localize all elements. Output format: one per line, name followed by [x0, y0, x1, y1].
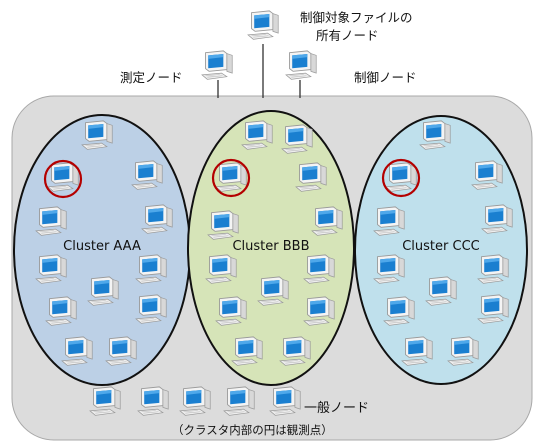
general-node-label: 一般ノード [304, 400, 369, 416]
owner-node-label-line2: 所有ノード [316, 28, 379, 43]
observation-point-aaa [43, 159, 83, 199]
control-node-icon [285, 50, 317, 80]
general-node-note: （クラスタ内部の円は観測点） [172, 423, 333, 437]
measurement-node-label: 測定ノード [120, 70, 183, 85]
control-node-label: 制御ノード [354, 70, 417, 85]
cluster-bbb-label: Cluster BBB [232, 239, 309, 254]
observation-point-bbb [211, 158, 251, 198]
owner-node-label-line1: 制御対象ファイルの [300, 10, 413, 25]
measurement-node-icon [201, 50, 233, 80]
cluster-aaa-label: Cluster AAA [63, 239, 141, 254]
owner-node-icon [247, 10, 279, 40]
observation-point-ccc [381, 158, 421, 198]
cluster-ccc-label: Cluster CCC [402, 239, 480, 254]
